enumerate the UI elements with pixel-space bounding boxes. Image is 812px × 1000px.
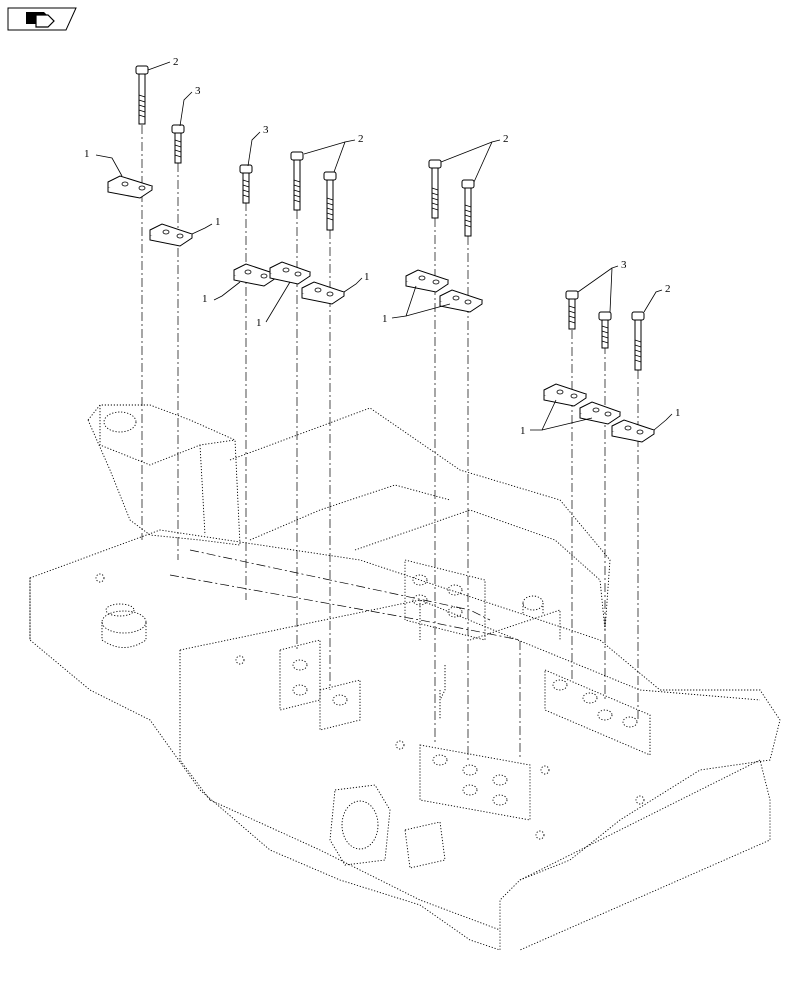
- callout-1: 1: [256, 317, 262, 329]
- callout-2: 2: [503, 133, 509, 145]
- bolt-long: [323, 171, 337, 231]
- callout-2: 2: [358, 133, 364, 145]
- clamp-plate: [543, 383, 588, 407]
- callout-1: 1: [202, 293, 208, 305]
- callout-3: 3: [195, 85, 201, 97]
- bolt-short: [239, 164, 253, 204]
- callout-1: 1: [215, 216, 221, 228]
- bolt-short: [171, 124, 185, 164]
- bolt-short: [598, 311, 612, 349]
- bolt-long: [428, 159, 442, 219]
- clamp-plate: [439, 289, 484, 313]
- callouts: 2 3 1 1 3 2 1 1 1 2 1 3 2 1 1: [84, 56, 681, 437]
- clamp-plate: [301, 281, 346, 305]
- clamp-plate: [269, 261, 312, 285]
- callout-1: 1: [364, 271, 370, 283]
- callout-3: 3: [263, 124, 269, 136]
- clamp-block-group-b: [404, 559, 486, 641]
- clamp-block-group-c: [419, 744, 531, 821]
- clamp-plate: [405, 269, 450, 293]
- frame-outline: [29, 404, 781, 951]
- clamp-plate: [611, 419, 656, 443]
- nav-badge[interactable]: [7, 7, 77, 31]
- bolt-long: [631, 311, 645, 371]
- clamp-block-group-d: [544, 669, 651, 756]
- bolt-long: [135, 65, 149, 125]
- clamp-plate: [149, 223, 194, 247]
- bolt-short: [565, 290, 579, 330]
- bolt-long: [461, 179, 475, 237]
- callout-1: 1: [84, 148, 90, 160]
- clamp-plate: [107, 175, 154, 199]
- callout-1: 1: [382, 313, 388, 325]
- arrow-icon: [26, 12, 55, 28]
- callout-2: 2: [665, 283, 671, 295]
- bolt-long: [290, 151, 304, 211]
- callout-1: 1: [675, 407, 681, 419]
- callout-3: 3: [621, 259, 627, 271]
- callout-2: 2: [173, 56, 179, 68]
- leader-lines: [95, 61, 673, 431]
- clamp-block-group-a: [279, 639, 361, 731]
- callout-1: 1: [520, 425, 526, 437]
- clamp-plate: [579, 401, 622, 425]
